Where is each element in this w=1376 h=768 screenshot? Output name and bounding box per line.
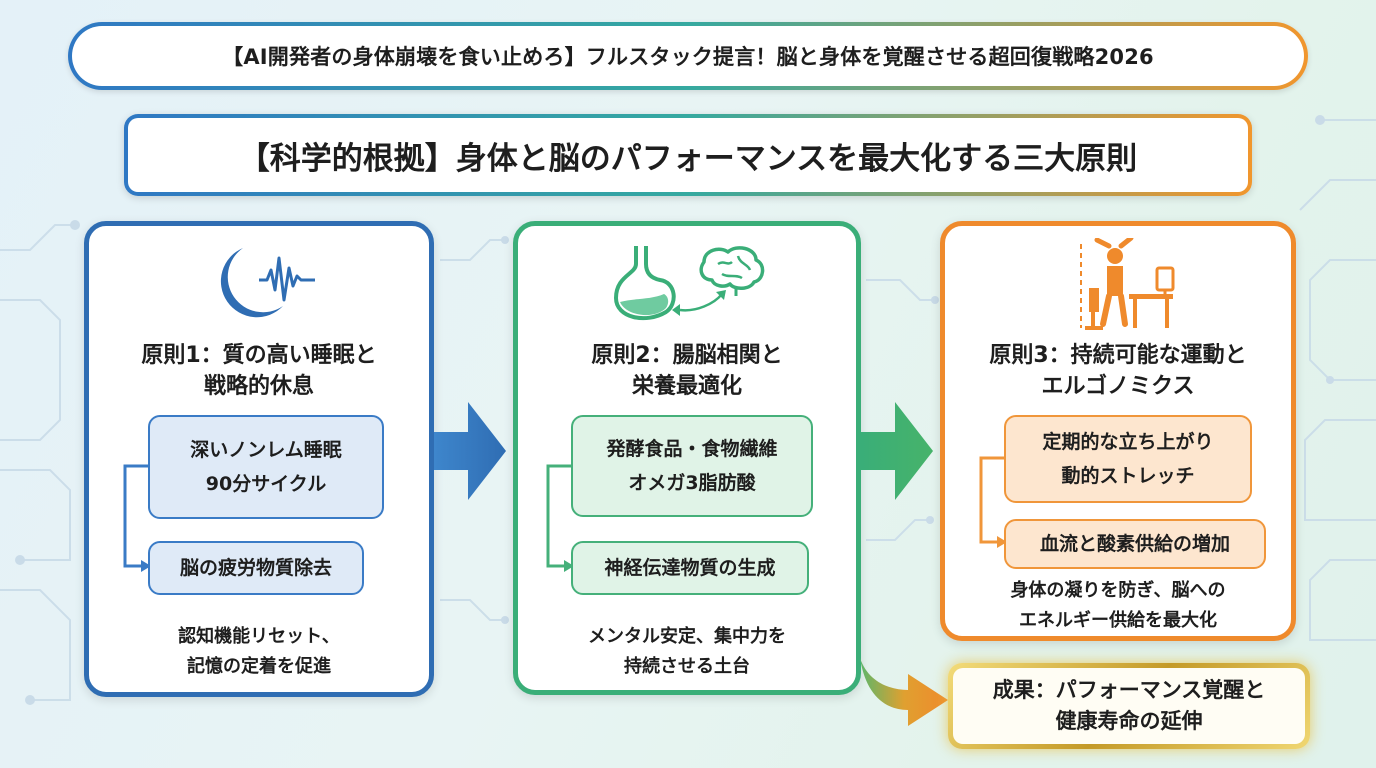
principle-1-connector-arrow: [123, 464, 151, 572]
principle-1-footer: 認知機能リセット、 記憶の定着を促進: [89, 622, 429, 682]
principle-2-step1-line1: 発酵食品・食物繊維: [606, 438, 778, 460]
principle-1-card: 原則1：質の高い睡眠と 戦略的休息 深いノンレム睡眠 90分サイクル 脳の疲労物…: [84, 221, 434, 697]
principle-2-title-line1: 原則2：腸脳相関と: [591, 343, 783, 368]
principle-1-footer-line2: 記憶の定着を促進: [187, 656, 331, 677]
result-line2: 健康寿命の延伸: [1055, 709, 1203, 733]
principle-1-title-line1: 原則1：質の高い睡眠と: [141, 343, 377, 368]
principle-3-title-line2: エルゴノミクス: [1041, 374, 1195, 399]
principle-2-footer: メンタル安定、集中力を 持続させる土台: [518, 622, 856, 682]
flow-arrow-1-to-2: [434, 402, 506, 500]
principle-3-footer-line1: 身体の凝りを防ぎ、脳への: [1010, 580, 1226, 601]
principle-3-step1-line1: 定期的な立ち上がり: [1042, 431, 1214, 453]
title-text: 【AI開発者の身体崩壊を食い止めろ】フルスタック提言！脳と身体を覚醒させる超回復…: [72, 26, 1304, 86]
principle-2-footer-line1: メンタル安定、集中力を: [588, 626, 786, 647]
principle-2-step2: 神経伝達物質の生成: [571, 541, 809, 595]
principle-3-footer: 身体の凝りを防ぎ、脳への エネルギー供給を最大化: [945, 576, 1291, 636]
principle-1-step1-line1: 深いノンレム睡眠: [190, 439, 342, 461]
principle-3-step1: 定期的な立ち上がり 動的ストレッチ: [1004, 415, 1252, 503]
principle-3-footer-line2: エネルギー供給を最大化: [1019, 610, 1217, 631]
title-banner: 【AI開発者の身体崩壊を食い止めろ】フルスタック提言！脳と身体を覚醒させる超回復…: [68, 22, 1308, 90]
principle-1-step1: 深いノンレム睡眠 90分サイクル: [148, 415, 384, 519]
principle-3-step2-text: 血流と酸素供給の増加: [1039, 533, 1230, 555]
principle-2-step2-text: 神経伝達物質の生成: [604, 557, 776, 579]
result-line1: 成果：パフォーマンス覚醒と: [992, 678, 1266, 702]
principle-3-step2: 血流と酸素供給の増加: [1004, 519, 1266, 569]
principle-1-title: 原則1：質の高い睡眠と 戦略的休息: [89, 340, 429, 402]
gut-brain-icon: [614, 246, 765, 321]
principle-1-title-line2: 戦略的休息: [203, 374, 314, 399]
result-box: 成果：パフォーマンス覚醒と 健康寿命の延伸: [948, 663, 1310, 749]
principle-1-step2-text: 脳の疲労物質除去: [179, 557, 332, 579]
flow-arrow-to-result: [860, 658, 948, 726]
flow-arrow-2-to-3: [861, 402, 933, 500]
principle-2-connector-arrow: [546, 464, 574, 572]
desk-stretch-icon: [1080, 238, 1175, 330]
principle-2-step1-line2: オメガ3脂肪酸: [628, 472, 756, 494]
principle-3-card: 原則3：持続可能な運動と エルゴノミクス 定期的な立ち上がり 動的ストレッチ 血…: [940, 221, 1296, 641]
principle-3-step1-line2: 動的ストレッチ: [1061, 465, 1195, 487]
principle-1-footer-line1: 認知機能リセット、: [178, 626, 340, 647]
principle-3-title-line1: 原則3：持続可能な運動と: [989, 343, 1247, 368]
principle-1-step2: 脳の疲労物質除去: [148, 541, 364, 595]
section-heading: 【科学的根拠】身体と脳のパフォーマンスを最大化する三大原則: [124, 114, 1252, 196]
principle-3-connector-arrow: [979, 456, 1007, 548]
principle-2-title-line2: 栄養最適化: [631, 374, 742, 399]
principle-2-card: 原則2：腸脳相関と 栄養最適化 発酵食品・食物繊維 オメガ3脂肪酸 神経伝達物質…: [513, 221, 861, 695]
principle-2-step1: 発酵食品・食物繊維 オメガ3脂肪酸: [571, 415, 813, 517]
principle-2-footer-line2: 持続させる土台: [624, 656, 750, 677]
moon-brainwave-icon: [220, 248, 315, 318]
section-heading-text: 【科学的根拠】身体と脳のパフォーマンスを最大化する三大原則: [128, 118, 1248, 192]
principle-1-step1-line2: 90分サイクル: [205, 473, 327, 495]
principle-2-title: 原則2：腸脳相関と 栄養最適化: [518, 340, 856, 402]
principle-3-title: 原則3：持続可能な運動と エルゴノミクス: [945, 340, 1291, 402]
result-text: 成果：パフォーマンス覚醒と 健康寿命の延伸: [953, 668, 1305, 744]
